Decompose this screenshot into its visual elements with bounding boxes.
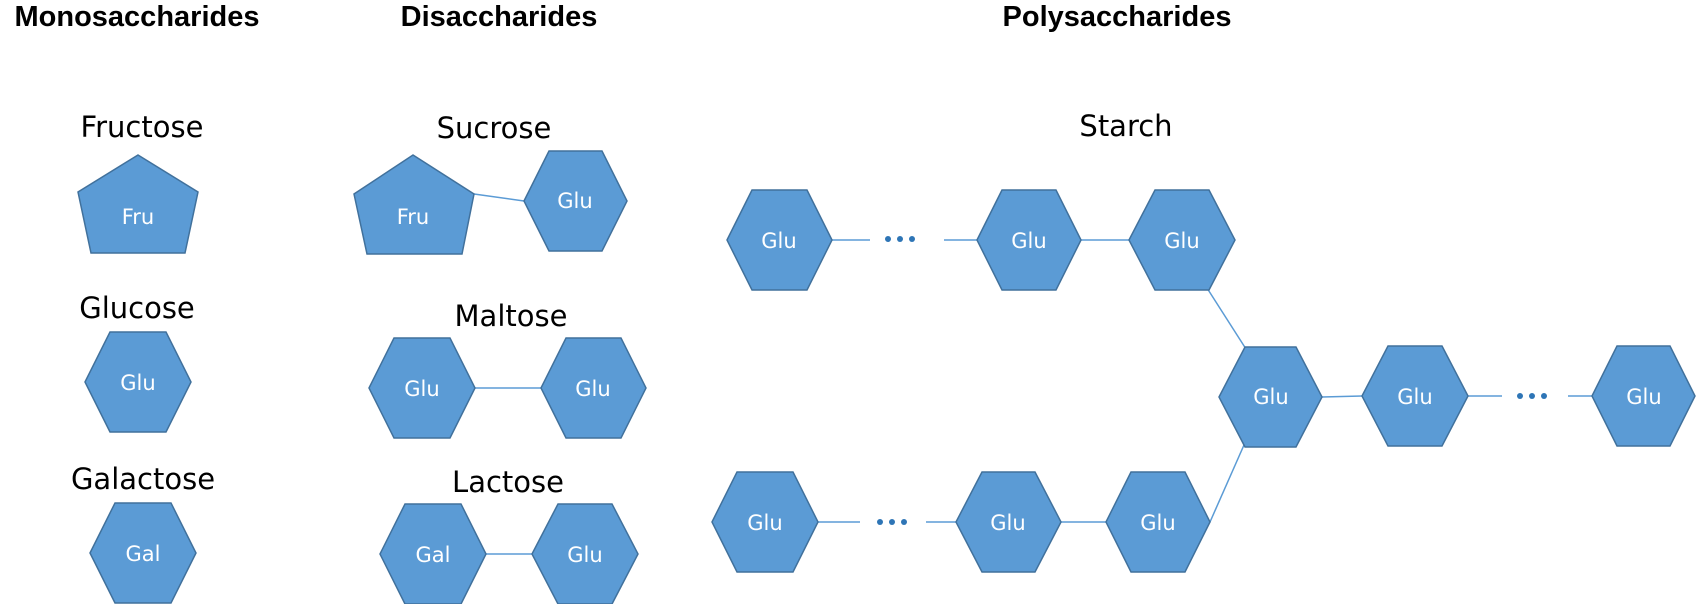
sucrose-ring-label-2: Glu: [557, 189, 592, 213]
fructose-title: Fructose: [81, 110, 204, 144]
sucrose-title: Sucrose: [437, 111, 552, 145]
maltose-ring-label-2: Glu: [575, 377, 610, 401]
ellipsis-dot: [1541, 393, 1547, 399]
maltose-molecule: Glu Glu: [368, 337, 647, 439]
lactose-glucose-hexagon: [531, 503, 639, 604]
ellipsis-dot: [889, 519, 895, 525]
galactose-ring: Gal: [89, 502, 197, 604]
galactose-ring-label: Gal: [126, 542, 161, 566]
starch-branch-label: Glu: [1253, 385, 1288, 409]
starch-top-label-1: Glu: [761, 229, 796, 253]
starch-top-label-3: Glu: [1164, 229, 1199, 253]
lactose-galactose-hexagon: [379, 503, 487, 604]
starch-bottom-hexagon-2: [955, 471, 1062, 573]
starch-title: Starch: [1079, 109, 1172, 143]
lactose-molecule: Gal Glu: [379, 503, 639, 604]
galactose-hexagon: [89, 502, 197, 604]
ellipsis-dot: [909, 236, 915, 242]
starch-bottom-ellipsis: [877, 519, 907, 525]
glucose-title: Glucose: [79, 291, 195, 325]
starch-bottom-hexagon-1: [711, 471, 819, 573]
sucrose-molecule: Fru Glu: [353, 150, 628, 255]
starch-top-hexagon-1: [726, 189, 833, 291]
starch-molecule: Glu Glu Glu Glu Glu Glu Glu: [711, 189, 1696, 573]
lactose-title: Lactose: [452, 465, 564, 499]
maltose-ring-label-1: Glu: [404, 377, 439, 401]
maltose-glucose-hexagon-1: [368, 337, 476, 439]
starch-right-hexagon-2: [1591, 345, 1696, 447]
starch-bottom-label-3: Glu: [1140, 511, 1175, 535]
glucose-ring: Glu: [84, 331, 192, 433]
ellipsis-dot: [885, 236, 891, 242]
fructose-ring-label: Fru: [122, 205, 155, 229]
ellipsis-dot: [897, 236, 903, 242]
ellipsis-dot: [901, 519, 907, 525]
starch-top-hexagon-2: [976, 189, 1082, 291]
galactose-title: Galactose: [71, 462, 215, 496]
fructose-ring: Fru: [77, 154, 199, 254]
ellipsis-dot: [1517, 393, 1523, 399]
fructose-pentagon: [77, 154, 199, 254]
starch-bottom-hexagon-3: [1105, 471, 1211, 573]
disaccharides-heading: Disaccharides: [401, 1, 598, 33]
polysaccharides-heading: Polysaccharides: [1003, 1, 1232, 33]
sucrose-glucose-hexagon: [523, 150, 628, 252]
starch-right-label-2: Glu: [1626, 385, 1661, 409]
monosaccharides-heading: Monosaccharides: [15, 1, 260, 33]
starch-bottom-label-2: Glu: [990, 511, 1025, 535]
starch-right-hexagon-1: [1361, 345, 1469, 447]
starch-top-hexagon-3: [1128, 189, 1236, 291]
maltose-title: Maltose: [455, 299, 568, 333]
sucrose-ring-label-1: Fru: [397, 205, 430, 229]
sucrose-bond: [473, 193, 525, 202]
maltose-glucose-hexagon-2: [540, 337, 647, 439]
starch-right-label-1: Glu: [1397, 385, 1432, 409]
starch-bottom-label-1: Glu: [747, 511, 782, 535]
starch-bond-branch-top: [1206, 287, 1247, 350]
starch-top-label-2: Glu: [1011, 229, 1046, 253]
starch-right-ellipsis: [1517, 393, 1547, 399]
starch-top-ellipsis: [885, 236, 915, 242]
sucrose-fructose-pentagon: [353, 154, 475, 255]
starch-bond-branch-bottom: [1209, 444, 1245, 523]
starch-bond-right-1: [1321, 395, 1363, 398]
ellipsis-dot: [1529, 393, 1535, 399]
lactose-ring-label-1: Gal: [416, 543, 451, 567]
starch-branch-hexagon: [1218, 346, 1323, 448]
lactose-ring-label-2: Glu: [567, 543, 602, 567]
glucose-hexagon: [84, 331, 192, 433]
glucose-ring-label: Glu: [120, 371, 155, 395]
ellipsis-dot: [877, 519, 883, 525]
